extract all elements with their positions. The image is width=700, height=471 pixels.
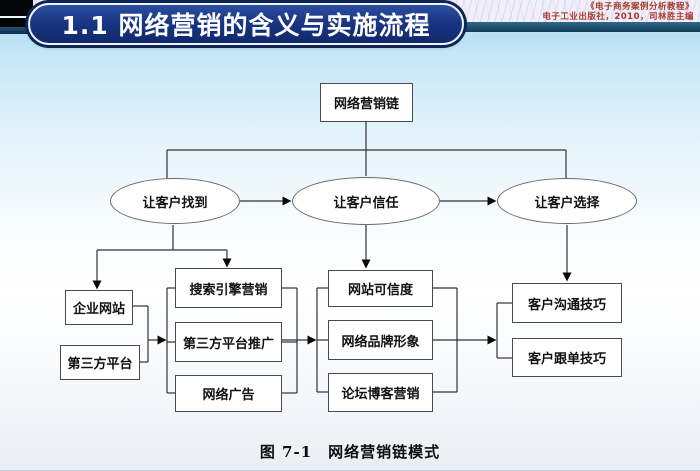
node-customer-communication-skills: 客户沟通技巧 <box>512 283 622 323</box>
node-online-brand-image: 网络品牌形象 <box>328 320 433 360</box>
node-third-party-promotion: 第三方平台推广 <box>175 322 282 362</box>
node-customer-follow-up-skills: 客户跟单技巧 <box>512 338 622 377</box>
title-bar: 1.1 网络营销的含义与实施流程 <box>28 3 464 45</box>
ellipse-let-customers-find: 让客户找到 <box>110 178 240 224</box>
node-online-advertising: 网络广告 <box>175 375 282 412</box>
node-website-credibility: 网站可信度 <box>328 270 433 307</box>
node-third-party-platform: 第三方平台 <box>60 345 140 380</box>
node-search-engine-marketing: 搜索引擎营销 <box>175 268 282 308</box>
node-forum-blog-marketing: 论坛博客营销 <box>328 373 433 412</box>
slide-title: 1.1 网络营销的含义与实施流程 <box>61 11 431 40</box>
figure-caption: 图 7-1 网络营销链模式 <box>259 443 441 461</box>
corner-decoration <box>0 0 33 27</box>
corner-line-white <box>0 16 33 18</box>
ellipse-let-customers-choose: 让客户选择 <box>497 178 637 224</box>
ellipse-let-customers-trust: 让客户信任 <box>292 177 440 225</box>
node-company-website: 企业网站 <box>65 290 133 325</box>
citation-line2: 电子工业出版社，2010，司林胜主编 <box>542 12 694 22</box>
node-marketing-chain: 网络营销链 <box>320 83 413 122</box>
citation-line1: 《电子商务案例分析教程》 <box>585 2 694 12</box>
citation: 《电子商务案例分析教程》 电子工业出版社，2010，司林胜主编 <box>542 2 694 22</box>
corner-line-navy <box>0 31 31 34</box>
